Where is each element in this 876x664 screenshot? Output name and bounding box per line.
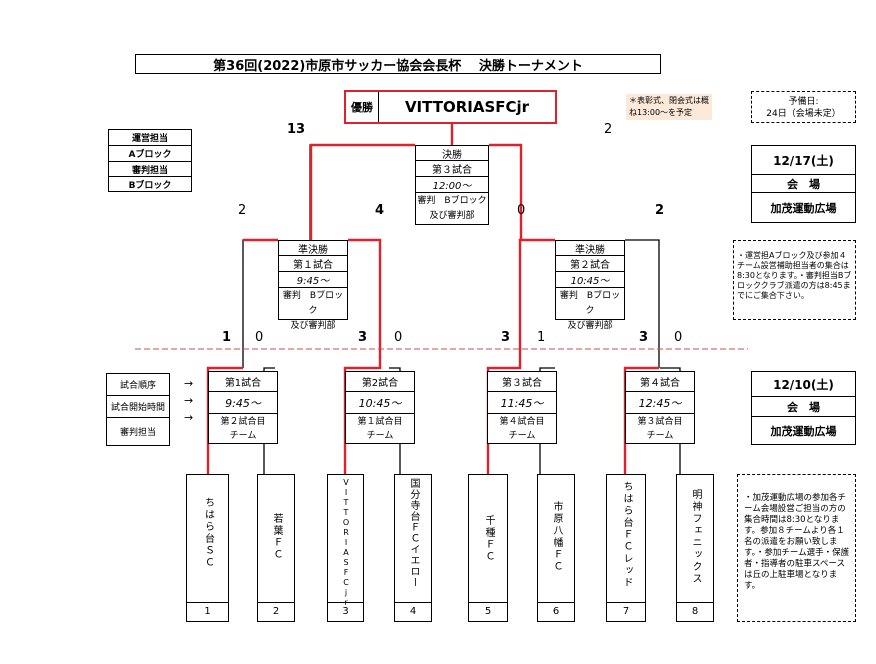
r1-3-score-right: 1 [537, 330, 546, 345]
r1-3-score-left: 3 [501, 330, 511, 345]
final-score-right: 2 [604, 122, 613, 137]
r1-4-score-right: 0 [674, 330, 683, 345]
r1-match-3-box: 第３試合 11:45〜 第４試合目チーム [487, 371, 557, 444]
reserve-day-box: 予備日: 24日（会場未定） [751, 91, 856, 123]
team-box-7: ちはら台ＦＣレッド 7 [606, 474, 646, 622]
day2-note: ・運営担Aブロック及び参加４チーム設営補助担当者の集合は8:30となります。・審… [733, 240, 856, 320]
team-number: 2 [272, 606, 280, 617]
semifinal-2-score-left: 0 [517, 203, 526, 218]
semifinal-2-score-right: 2 [655, 203, 665, 218]
r1-match-4-box: 第４試合 12:45〜 第３試合目チーム [625, 371, 695, 444]
team-name: 若葉ＦＣ [271, 513, 282, 561]
team-number: 7 [622, 606, 630, 617]
team-name: 千種ＦＣ [483, 515, 494, 563]
day1-info-box: 12/10(土) 会 場 加茂運動広場 [751, 371, 856, 445]
legend-box: 試合順序 試合開始時間 審判担当 [106, 373, 170, 446]
team-number: 5 [484, 606, 492, 617]
page-title: 第36回(2022)市原市サッカー協会会長杯 決勝トーナメント [135, 54, 661, 74]
team-number: 4 [409, 606, 417, 617]
r1-2-score-right: 0 [394, 330, 403, 345]
arrow-icon: → [184, 377, 194, 390]
team-box-5: 千種ＦＣ 5 [468, 474, 508, 622]
semifinal-1-score-left: 2 [238, 203, 247, 218]
ceremony-note: ＊表彰式、閉会式は概ね13:00〜を予定 [626, 94, 712, 120]
r1-2-score-left: 3 [358, 330, 368, 345]
team-box-2: 若葉ＦＣ 2 [257, 474, 295, 622]
team-name: 市原八幡ＦＣ [551, 501, 562, 573]
final-score-left: 13 [287, 122, 306, 137]
team-number: 6 [552, 606, 560, 617]
team-name: VITTORIASFCjr [341, 478, 351, 608]
team-number: 3 [342, 606, 349, 617]
champion-team: VITTORIASFCjr [404, 98, 530, 116]
final-match-box: 決勝 第３試合 12:00〜 審判 Bブロック 及び審判部 [415, 145, 489, 225]
champion-box: 優勝 VITTORIASFCjr [344, 90, 557, 124]
champion-label: 優勝 [346, 92, 379, 122]
arrow-icon: → [184, 394, 194, 407]
r1-1-score-right: 0 [255, 330, 264, 345]
team-box-3: VITTORIASFCjr 3 [327, 474, 364, 622]
semifinal-2-box: 準決勝 第２試合 10:45〜 審判 Bブロック 及び審判部 [555, 240, 625, 331]
team-box-1: ちはら台ＳＣ 1 [186, 474, 229, 622]
team-box-6: 市原八幡ＦＣ 6 [537, 474, 575, 622]
team-name: 国分寺台ＦＣイエロー [408, 478, 419, 588]
team-box-4: 国分寺台ＦＣイエロー 4 [394, 474, 432, 622]
semifinal-1-box: 準決勝 第１試合 9:45〜 審判 Bブロック 及び審判部 [278, 240, 348, 331]
team-number: 1 [204, 606, 211, 617]
r1-match-2-box: 第2試合 10:45〜 第１試合目チーム [345, 371, 415, 444]
r1-1-score-left: 1 [222, 330, 232, 345]
team-box-8: 明神フェニックス 8 [676, 474, 714, 622]
r1-match-1-box: 第1試合 9:45〜 第２試合目チーム [208, 371, 278, 444]
semifinal-1-score-right: 4 [375, 203, 385, 218]
day1-note: ・加茂運動広場の参加各チーム会場設営ご担当の方の集合時間は8:30となります。参… [737, 474, 856, 622]
team-name: ちはら台ＳＣ [202, 497, 214, 569]
day2-info-box: 12/17(土) 会 場 加茂運動広場 [751, 145, 856, 223]
team-name: 明神フェニックス [690, 489, 701, 585]
team-name: ちはら台ＦＣレッド [621, 481, 632, 589]
team-number: 8 [691, 606, 699, 617]
arrow-icon: → [184, 411, 194, 424]
r1-4-score-left: 3 [639, 330, 649, 345]
roles-box: 運営担当 Aブロック 審判担当 Bブロック [108, 129, 192, 192]
